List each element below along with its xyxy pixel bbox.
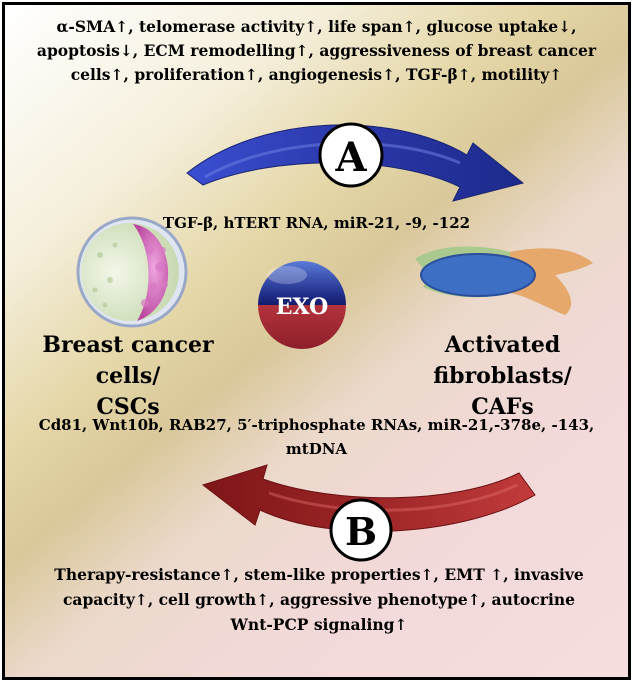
top-effects-line2: apoptosis↓, ECM remodelling↑, aggressive…: [36, 41, 597, 60]
cargo-to-cancer: Cd81, Wnt10b, RAB27, 5′-triphosphate RNA…: [11, 413, 622, 461]
top-effects-line3: cells↑, proliferation↑, angiogenesis↑, T…: [70, 65, 563, 84]
exosome-icon: [258, 261, 346, 349]
breast-cancer-cell-icon: [76, 216, 188, 328]
arrow-b: [201, 464, 536, 532]
bottom-effects-line2: capacity↑, cell growth↑, aggressive phen…: [62, 590, 575, 609]
top-effects-line1: α-SMA↑, telomerase activity↑, life span↑…: [56, 17, 577, 36]
label-b: B: [345, 509, 377, 554]
cargo-to-fibroblasts: TGF-β, hTERT RNA, miR-21, -9, -122: [162, 214, 471, 232]
fibroblasts-line1: Activated fibroblasts/: [433, 332, 572, 389]
bottom-effects-line3: Wnt-PCP signaling↑: [230, 615, 408, 634]
breast-cancer-cells-line2: CSCs: [96, 394, 160, 420]
cargo-to-cancer-line2: mtDNA: [285, 440, 348, 458]
label-a-circle: [318, 122, 384, 188]
exo-label: EXO: [276, 294, 329, 320]
label-b-circle: [329, 498, 393, 562]
fibroblasts-line2: CAFs: [471, 394, 534, 420]
top-effects: α-SMA↑, telomerase activity↑, life span↑…: [15, 15, 618, 87]
bottom-effects-line1: Therapy-resistance↑, stem-like propertie…: [54, 565, 584, 584]
breast-cancer-cells-label: Breast cancer cells/ CSCs: [9, 330, 247, 423]
breast-cancer-cells-line1: Breast cancer cells/: [42, 332, 214, 389]
diagram-graphics: A B EXO: [76, 122, 593, 562]
fibroblasts-label: Activated fibroblasts/ CAFs: [380, 330, 625, 423]
label-a: A: [334, 134, 367, 181]
cargo-to-cancer-line1: Cd81, Wnt10b, RAB27, 5′-triphosphate RNA…: [38, 416, 595, 434]
fibroblast-cell-icon: [415, 246, 593, 315]
bottom-effects: Therapy-resistance↑, stem-like propertie…: [19, 562, 619, 637]
